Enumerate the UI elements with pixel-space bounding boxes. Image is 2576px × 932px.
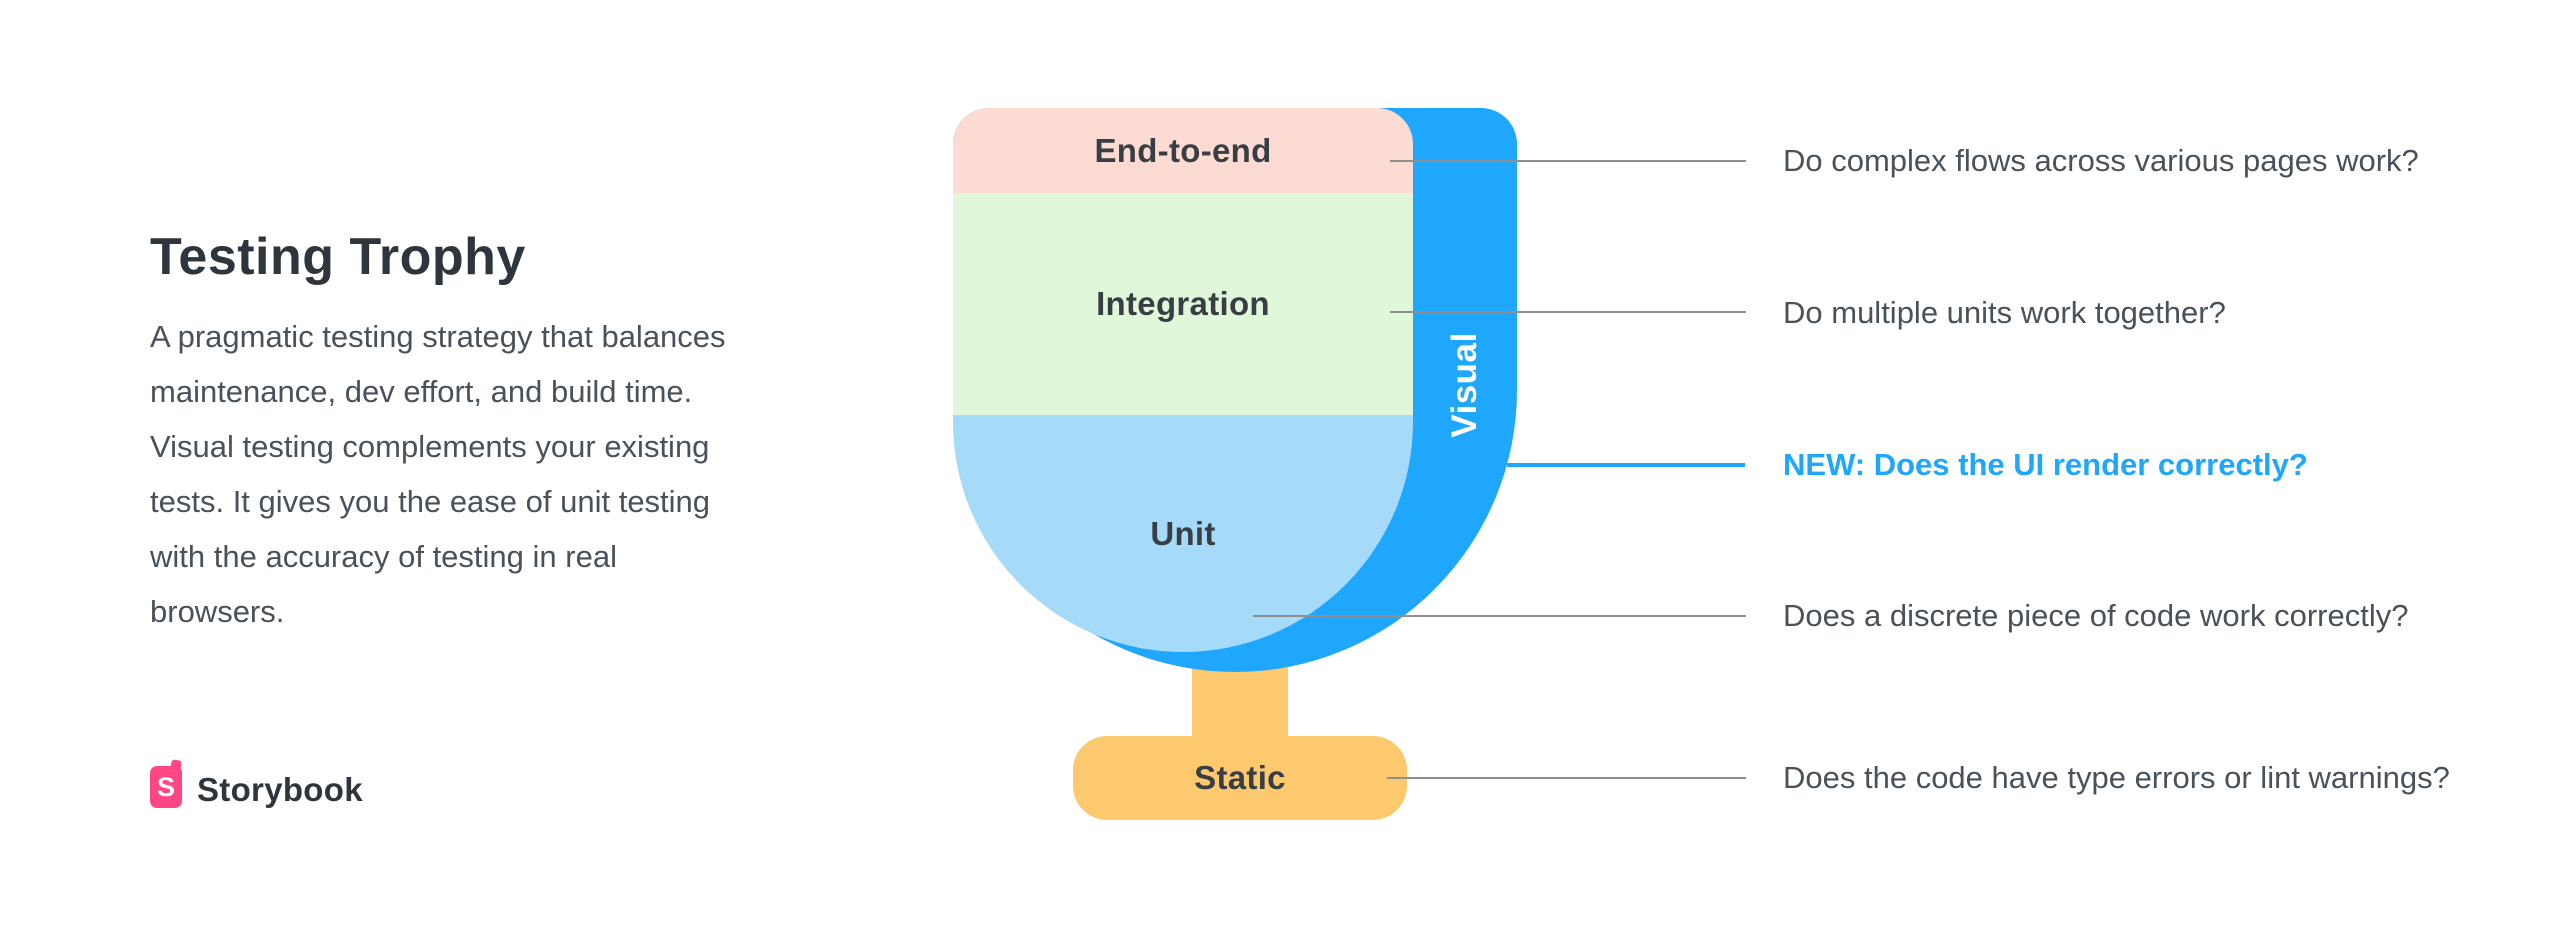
section-label-visual: Visual [1445, 332, 1484, 438]
connector-line-end-to-end [1390, 160, 1746, 162]
storybook-wordmark: Storybook [197, 771, 363, 808]
page-title: Testing Trophy [150, 228, 526, 286]
connector-line-unit [1253, 615, 1746, 617]
paragraph-line: tests. It gives you the ease of unit tes… [150, 484, 711, 519]
annotation-integration: Do multiple units work together? [1783, 295, 2226, 330]
section-end-to-end: End-to-end [953, 108, 1413, 193]
section-label-end-to-end: End-to-end [1094, 131, 1272, 169]
section-integration: Integration [953, 193, 1413, 415]
paragraph-line: A pragmatic testing strategy that balanc… [150, 319, 726, 354]
storybook-logo-icon: S [150, 766, 182, 808]
connector-line-visual [1507, 463, 1745, 467]
annotation-visual: NEW: Does the UI render correctly? [1783, 447, 2308, 482]
paragraph-line: Visual testing complements your existing [150, 429, 710, 464]
trophy-base-static: Static [1073, 736, 1407, 820]
section-label-integration: Integration [1096, 285, 1270, 322]
connector-line-integration [1390, 311, 1746, 313]
section-label-unit: Unit [1150, 514, 1216, 552]
paragraph-line: maintenance, dev effort, and build time. [150, 374, 693, 409]
paragraph-line: browsers. [150, 594, 285, 629]
annotation-static: Does the code have type errors or lint w… [1783, 760, 2450, 795]
annotation-unit: Does a discrete piece of code work corre… [1783, 598, 2409, 633]
trophy-cup: End-to-end Integration Unit [953, 108, 1413, 652]
section-label-static: Static [1194, 759, 1286, 796]
storybook-logo-bookmark-tab [170, 759, 182, 772]
description-paragraph: A pragmatic testing strategy that balanc… [150, 309, 830, 639]
storybook-logo-letter: S [156, 771, 175, 802]
annotation-end-to-end: Do complex flows across various pages wo… [1783, 143, 2419, 178]
paragraph-line: with the accuracy of testing in real [150, 539, 617, 574]
connector-line-static [1387, 777, 1746, 779]
